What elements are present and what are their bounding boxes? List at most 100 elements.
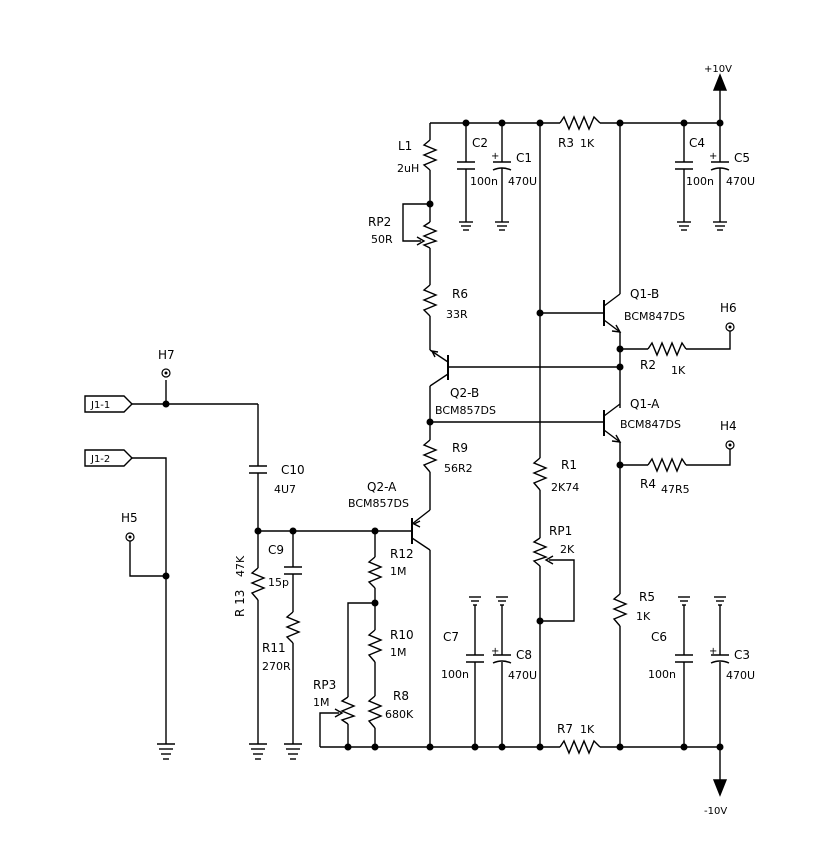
r9-resistor <box>422 439 438 473</box>
c4-ref: C4 <box>689 136 705 150</box>
rp2-ref: RP2 <box>368 215 391 229</box>
c3-ref: C3 <box>734 648 750 662</box>
q2b-transistor <box>429 349 449 440</box>
h5-label: H5 <box>121 511 138 525</box>
c5-value: 470U <box>726 175 755 188</box>
q2a-ref: Q2-A <box>367 480 397 494</box>
q1b-transistor <box>603 288 622 333</box>
negative-rail-label: -10V <box>704 806 727 817</box>
ground-c2 <box>459 221 473 231</box>
rp1-value: 2K <box>560 543 575 556</box>
r4-resistor <box>647 457 687 473</box>
connector-j1-2 <box>84 449 133 467</box>
positive-rail-wires <box>430 73 728 124</box>
r6-resistor <box>422 284 438 317</box>
r2-resistor <box>647 341 687 357</box>
c1-ref: C1 <box>516 151 532 165</box>
ground-c4 <box>677 221 691 231</box>
rp3-potentiometer <box>340 696 356 725</box>
r10-value: 1M <box>390 646 407 659</box>
r4-ref: R4 <box>640 477 656 491</box>
c10-value: 4U7 <box>274 483 296 496</box>
c7-capacitor <box>466 654 484 663</box>
q2a-transistor <box>411 509 431 747</box>
r5-ref: R5 <box>639 590 655 604</box>
c7-value: 100n <box>441 668 469 681</box>
c9-ref: C9 <box>268 543 284 557</box>
c9-value: 15p <box>268 576 289 589</box>
c8-ref: C8 <box>516 648 532 662</box>
r12-value: 1M <box>390 565 407 578</box>
c2-value: 100n <box>470 175 498 188</box>
rp3-ref: RP3 <box>313 678 336 692</box>
c8-value: 470U <box>508 669 537 682</box>
q1a-value: BCM847DS <box>620 418 681 431</box>
ground-c3 <box>714 596 726 606</box>
r1-value: 2K74 <box>551 481 579 494</box>
c2-ref: C2 <box>472 136 488 150</box>
c3-value: 470U <box>726 669 755 682</box>
l1-inductor <box>422 139 438 171</box>
q1b-ref: Q1-B <box>630 287 659 301</box>
r11-value: 270R <box>262 660 291 673</box>
h4-label: H4 <box>720 419 737 433</box>
r7-resistor <box>559 739 601 755</box>
r2-ref: R2 <box>640 358 656 372</box>
c2-capacitor <box>457 161 475 170</box>
r5-value: 1K <box>636 610 651 623</box>
r9-value: 56R2 <box>444 462 473 475</box>
c4-capacitor <box>675 161 693 170</box>
r11-ref: R11 <box>262 641 286 655</box>
h6-label: H6 <box>720 301 737 315</box>
c9-capacitor <box>284 566 302 575</box>
r5-resistor <box>612 593 628 627</box>
negative-rail-wires <box>320 746 728 797</box>
c6-value: 100n <box>648 668 676 681</box>
c1-value: 470U <box>508 175 537 188</box>
c5-capacitor: + <box>709 151 730 171</box>
ground-c7 <box>469 596 481 606</box>
r1-resistor <box>532 457 548 491</box>
r8-ref: R8 <box>393 689 409 703</box>
c4-value: 100n <box>686 175 714 188</box>
r10-resistor <box>367 629 383 663</box>
q1b-value: BCM847DS <box>624 310 685 323</box>
j1-2-label: J1-2 <box>90 454 110 465</box>
r13-value: 47K <box>234 555 247 577</box>
ground-c6 <box>678 596 690 606</box>
r4-value: 47R5 <box>661 483 690 496</box>
connector-j1-1 <box>84 395 133 413</box>
svg-text:+: + <box>709 646 717 657</box>
c7-ref: C7 <box>443 630 459 644</box>
rp2-value: 50R <box>371 233 393 246</box>
rp1-ref: RP1 <box>549 524 572 538</box>
h6-test-point <box>725 322 735 332</box>
r6-ref: R6 <box>452 287 468 301</box>
ground-c5 <box>713 221 727 231</box>
svg-text:+: + <box>709 151 717 162</box>
h4-test-point <box>725 440 735 450</box>
h7-label: H7 <box>158 348 175 362</box>
c3-capacitor: + <box>709 646 730 664</box>
c10-ref: C10 <box>281 463 305 477</box>
h7-test-point <box>161 368 171 378</box>
r12-resistor <box>367 556 383 589</box>
r1-ref: R1 <box>561 458 577 472</box>
c6-ref: C6 <box>651 630 667 644</box>
r13-resistor <box>250 567 266 601</box>
q1a-ref: Q1-A <box>630 397 660 411</box>
ground-r13 <box>249 743 267 760</box>
q1a-transistor <box>603 403 622 443</box>
r7-ref: R7 <box>557 722 573 736</box>
ground-c8 <box>496 596 508 606</box>
r8-value: 680K <box>385 708 414 721</box>
r10-ref: R10 <box>390 628 414 642</box>
r2-value: 1K <box>671 364 686 377</box>
q2b-ref: Q2-B <box>450 386 479 400</box>
q2a-value: BCM857DS <box>348 497 409 510</box>
c8-capacitor: + <box>491 646 512 664</box>
c1-capacitor: + <box>491 151 512 171</box>
q2b-value: BCM857DS <box>435 404 496 417</box>
r3-ref: R3 <box>558 136 574 150</box>
